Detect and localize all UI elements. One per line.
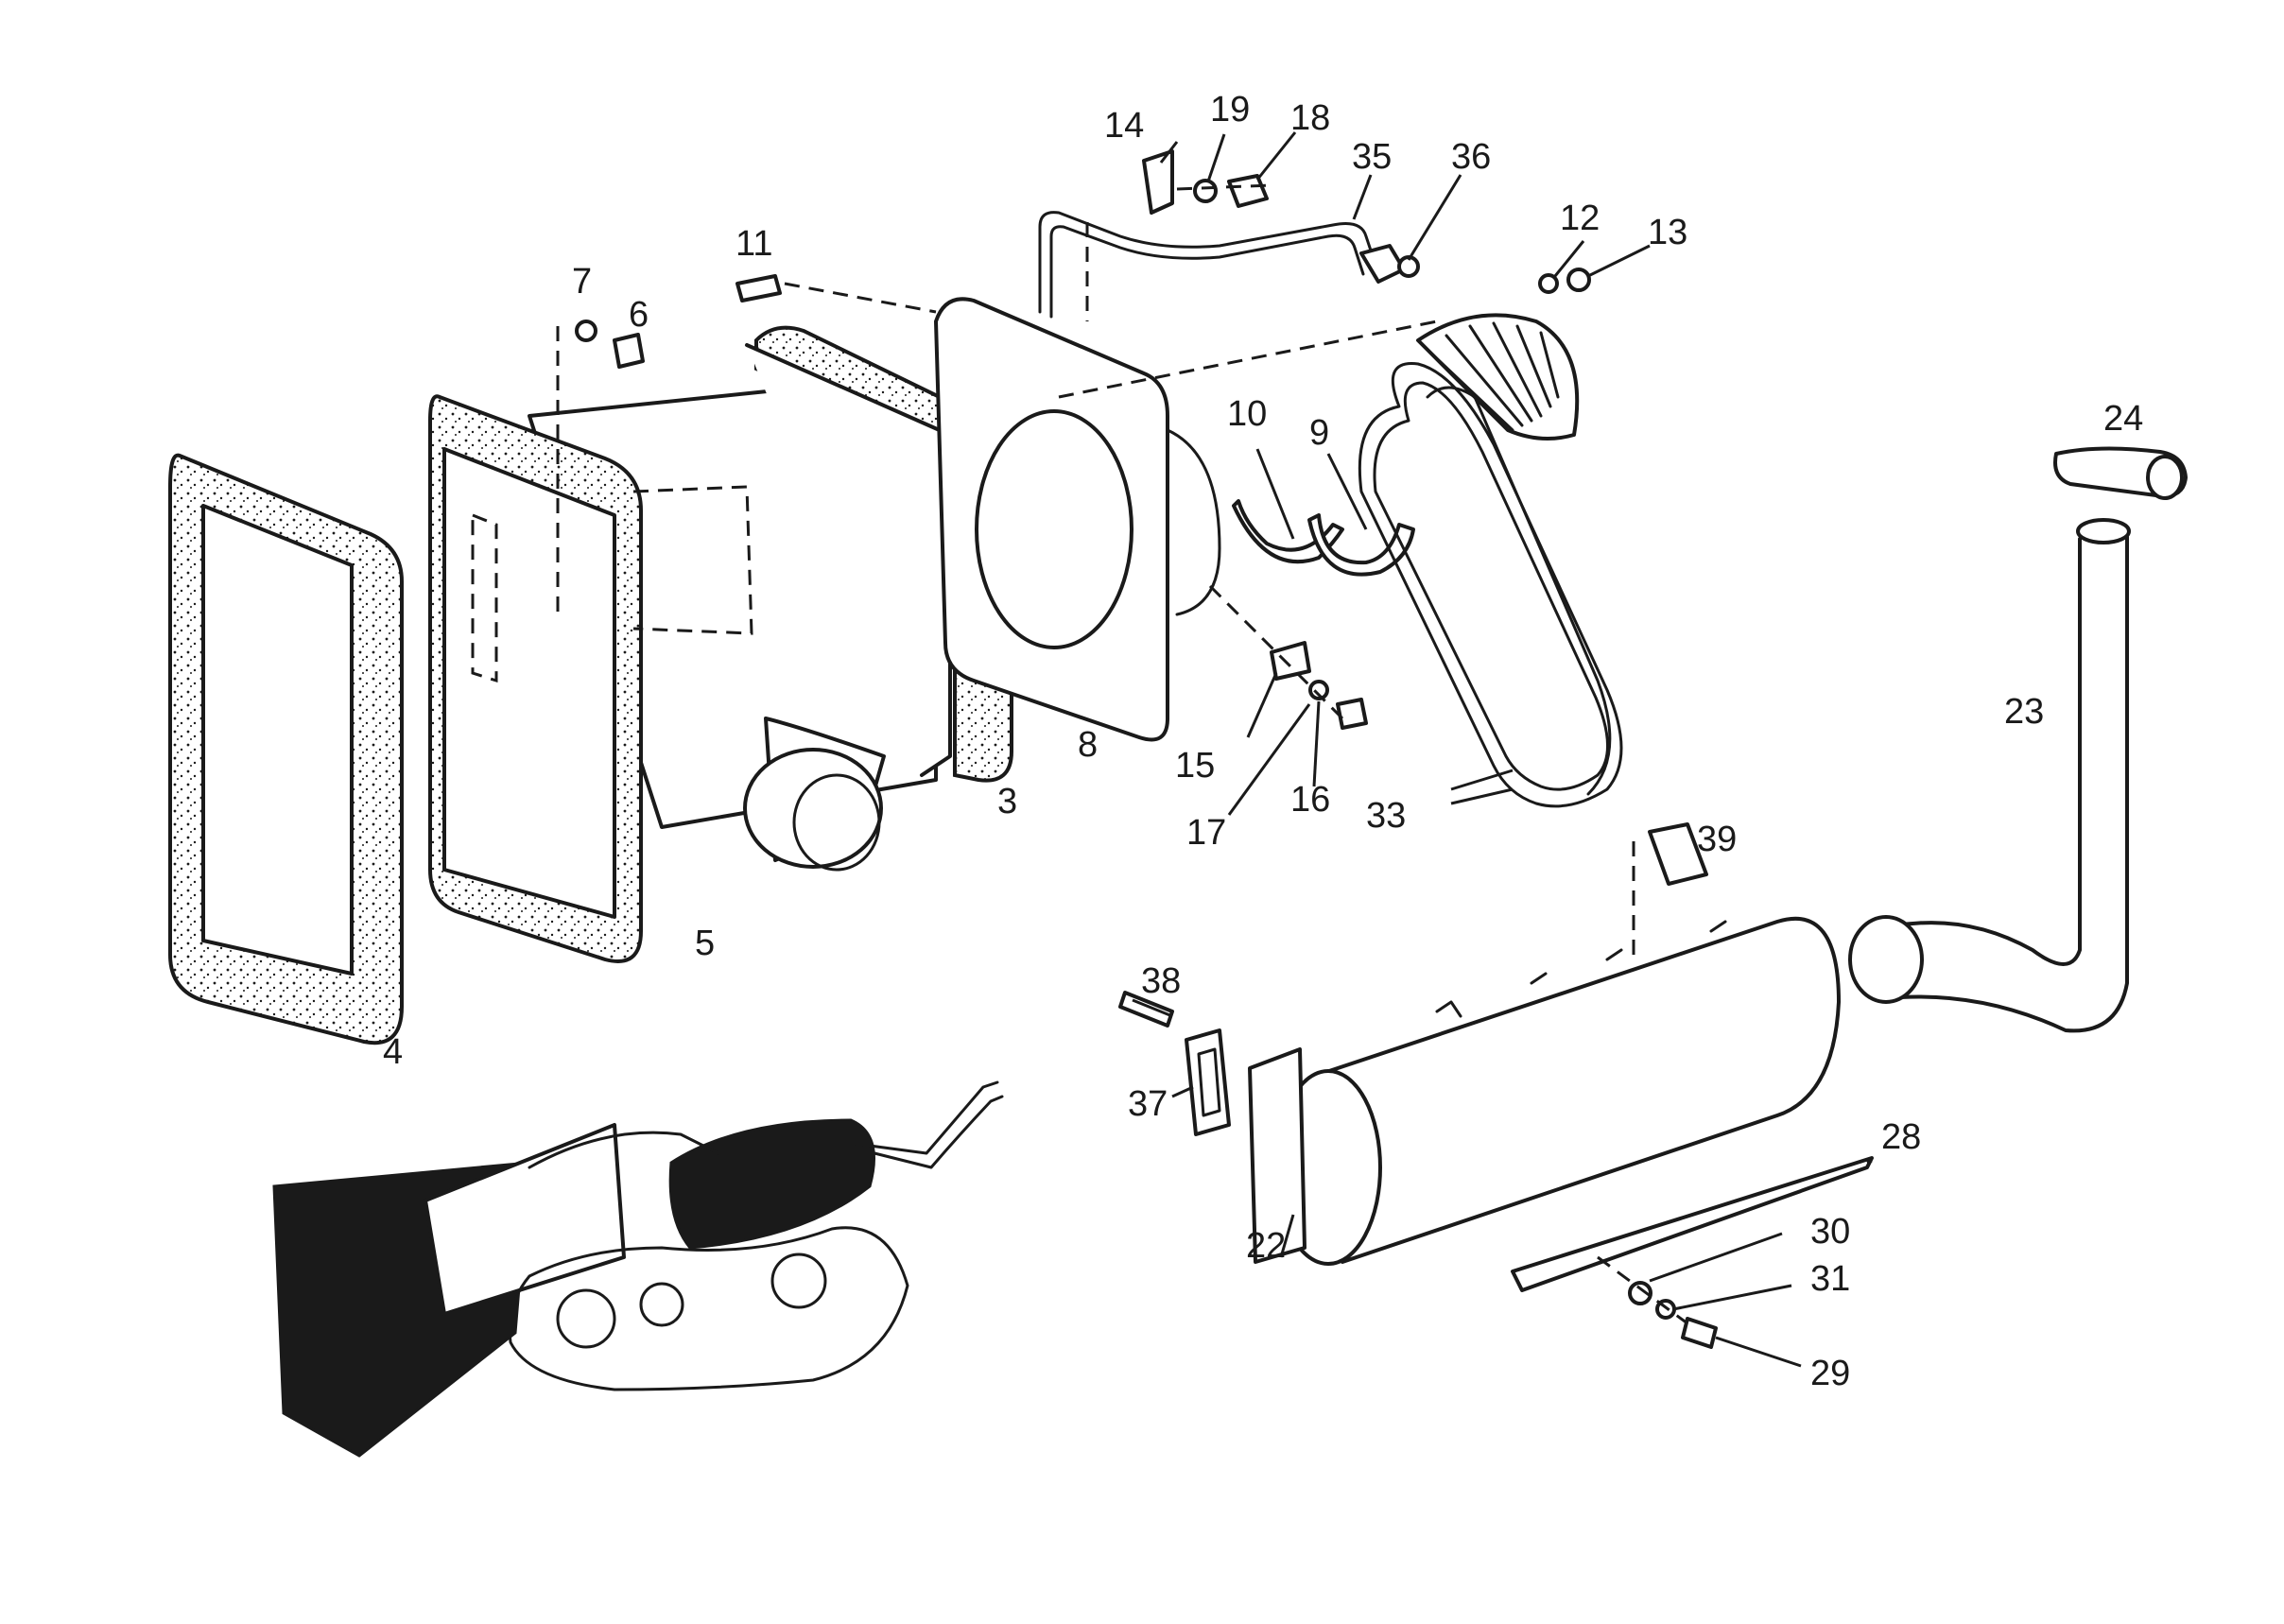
belt-guard-9-10 bbox=[1232, 499, 1415, 577]
exhaust-pipe-part-23 bbox=[1848, 518, 2131, 1033]
tube-assembly-35 bbox=[1038, 149, 1420, 321]
callout-5: 5 bbox=[695, 924, 715, 963]
callout-37: 37 bbox=[1128, 1084, 1168, 1124]
bolt-washer-6-7 bbox=[575, 320, 645, 369]
fan-shroud bbox=[1058, 313, 1580, 441]
callout-18: 18 bbox=[1290, 98, 1330, 138]
callout-labels: 3 4 5 6 7 8 9 10 11 12 13 14 15 16 17 18… bbox=[383, 90, 2143, 1393]
callout-28: 28 bbox=[1881, 1117, 1921, 1157]
callout-35: 35 bbox=[1352, 137, 1392, 177]
sleeve-part-39 bbox=[1632, 822, 1708, 964]
bracket-part-28 bbox=[1511, 1156, 1874, 1349]
callout-39: 39 bbox=[1697, 820, 1737, 859]
callout-17: 17 bbox=[1186, 813, 1226, 853]
callout-14: 14 bbox=[1104, 106, 1144, 146]
callout-30: 30 bbox=[1810, 1212, 1850, 1252]
muffler-part-22 bbox=[1248, 916, 1841, 1266]
callout-15: 15 bbox=[1175, 746, 1215, 786]
gasket-stud-37-38 bbox=[1118, 991, 1231, 1136]
callout-13: 13 bbox=[1648, 213, 1687, 252]
callout-11: 11 bbox=[735, 224, 772, 264]
frame-part-4 bbox=[168, 453, 404, 1045]
callout-36: 36 bbox=[1451, 137, 1491, 177]
rain-cap-part-24 bbox=[2053, 446, 2188, 500]
screw-part-11 bbox=[735, 274, 937, 314]
callout-38: 38 bbox=[1141, 961, 1181, 1001]
callout-29: 29 bbox=[1810, 1354, 1850, 1393]
callout-19: 19 bbox=[1210, 90, 1250, 130]
leader-lines bbox=[1132, 131, 1873, 1368]
callout-24: 24 bbox=[2103, 399, 2143, 439]
engine-inset-illustration bbox=[272, 1080, 1004, 1458]
callout-22: 22 bbox=[1246, 1226, 1286, 1266]
callout-4: 4 bbox=[383, 1032, 403, 1072]
callout-6: 6 bbox=[629, 295, 649, 335]
callout-8: 8 bbox=[1078, 725, 1098, 765]
callout-31: 31 bbox=[1810, 1259, 1850, 1299]
flange-plate-part-8 bbox=[934, 297, 1221, 742]
callout-7: 7 bbox=[572, 262, 592, 302]
callout-9: 9 bbox=[1309, 413, 1329, 453]
callout-23: 23 bbox=[2004, 692, 2044, 732]
callout-12: 12 bbox=[1560, 199, 1600, 238]
callout-16: 16 bbox=[1290, 780, 1330, 820]
callout-3: 3 bbox=[997, 782, 1017, 821]
belts-part-33 bbox=[1358, 362, 1623, 808]
clip-bolt-15-16-17 bbox=[1208, 584, 1368, 730]
callout-10: 10 bbox=[1227, 394, 1267, 434]
washer-nut-12-13 bbox=[1538, 268, 1591, 294]
callout-33: 33 bbox=[1366, 796, 1406, 836]
